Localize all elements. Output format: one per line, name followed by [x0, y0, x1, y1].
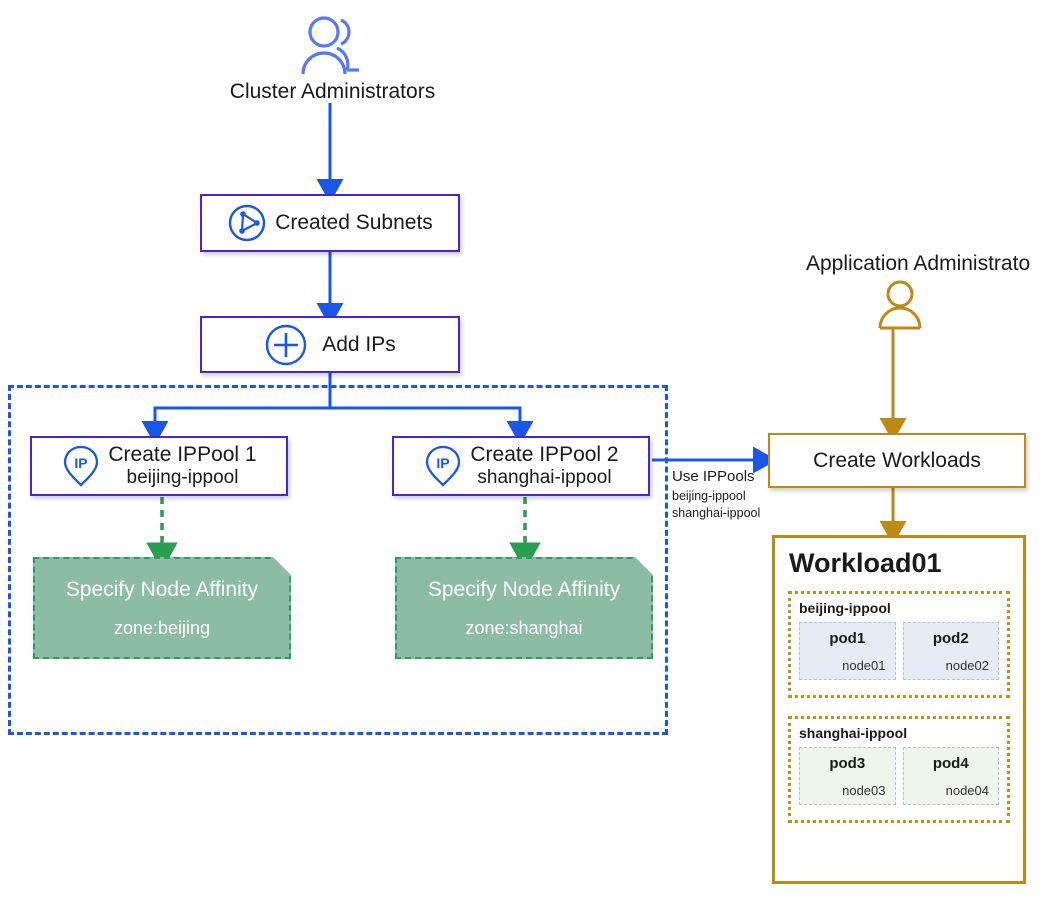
create-workloads-box[interactable]: Create Workloads — [768, 433, 1026, 488]
pod-name: pod2 — [932, 630, 969, 647]
pod-box: pod4 node04 — [902, 747, 999, 805]
cluster-administrators-label: Cluster Administrators — [229, 80, 436, 103]
ip-pin-icon: IP — [64, 445, 99, 487]
two-people-icon — [301, 16, 359, 75]
node-name: node01 — [842, 658, 886, 673]
create-ippool-1-sub: beijing-ippool — [126, 467, 239, 489]
pool-group-beijing: beijing-ippool pod1 node01 pod2 node02 — [788, 591, 1010, 698]
pool-group-name: shanghai-ippool — [799, 725, 908, 741]
create-ippool-1-box[interactable]: IP Create IPPool 1 beijing-ippool — [30, 436, 288, 496]
use-ippools-annotation: Use IPPools beijing-ippool shanghai-ippo… — [672, 468, 792, 522]
application-administrators-label: Application Administrato — [806, 252, 1031, 275]
node-affinity-title: Specify Node Affinity — [427, 577, 621, 601]
created-subnets-label: Created Subnets — [275, 211, 433, 234]
person-icon — [878, 280, 922, 330]
node-name: node03 — [842, 783, 886, 798]
pod-name: pod3 — [829, 755, 866, 772]
svg-text:IP: IP — [75, 455, 88, 471]
node-affinity-box-beijing: Specify Node Affinity zone:beijing — [33, 557, 291, 659]
node-name: node04 — [945, 783, 989, 798]
add-ips-box[interactable]: Add IPs — [200, 316, 460, 373]
created-subnets-box[interactable]: Created Subnets — [200, 194, 460, 252]
node-affinity-zone: zone:beijing — [113, 617, 211, 638]
pool-group-name: beijing-ippool — [799, 600, 891, 616]
node-affinity-title: Specify Node Affinity — [65, 577, 259, 601]
create-workloads-label: Create Workloads — [813, 448, 981, 472]
node-name: node02 — [945, 658, 989, 673]
application-administrators-group: Application Administrato — [806, 252, 1044, 330]
create-ippool-1-label: Create IPPool 1 — [108, 443, 257, 466]
pod-box: pod3 node03 — [799, 747, 896, 805]
plus-circle-icon — [266, 324, 307, 365]
pod-name: pod1 — [829, 630, 866, 647]
workload01-panel: Workload01 beijing-ippool pod1 node01 po… — [772, 535, 1026, 884]
subnet-network-icon — [228, 204, 266, 242]
pod-name: pod4 — [932, 755, 969, 772]
pod-box: pod2 node02 — [902, 622, 999, 680]
node-affinity-box-shanghai: Specify Node Affinity zone:shanghai — [395, 557, 653, 659]
pod-box: pod1 node01 — [799, 622, 896, 680]
use-ippools-pool-1: beijing-ippool — [672, 489, 746, 503]
use-ippools-label: Use IPPools — [672, 468, 755, 485]
svg-text:IP: IP — [437, 455, 450, 471]
cluster-admin-scope-region — [8, 385, 668, 735]
pool-group-shanghai: shanghai-ippool pod3 node03 pod4 node04 — [788, 716, 1010, 823]
add-ips-label: Add IPs — [322, 332, 396, 356]
create-ippool-2-box[interactable]: IP Create IPPool 2 shanghai-ippool — [392, 436, 650, 496]
create-ippool-2-label: Create IPPool 2 — [470, 443, 619, 466]
node-affinity-zone: zone:shanghai — [465, 617, 583, 638]
create-ippool-2-sub: shanghai-ippool — [477, 467, 612, 489]
ip-pin-icon: IP — [426, 445, 461, 487]
arrow-addips-to-ippool2 — [328, 373, 534, 445]
cluster-administrators-group: Cluster Administrators — [225, 14, 440, 104]
workload01-title: Workload01 — [789, 548, 942, 578]
use-ippools-pool-2: shanghai-ippool — [672, 505, 761, 520]
